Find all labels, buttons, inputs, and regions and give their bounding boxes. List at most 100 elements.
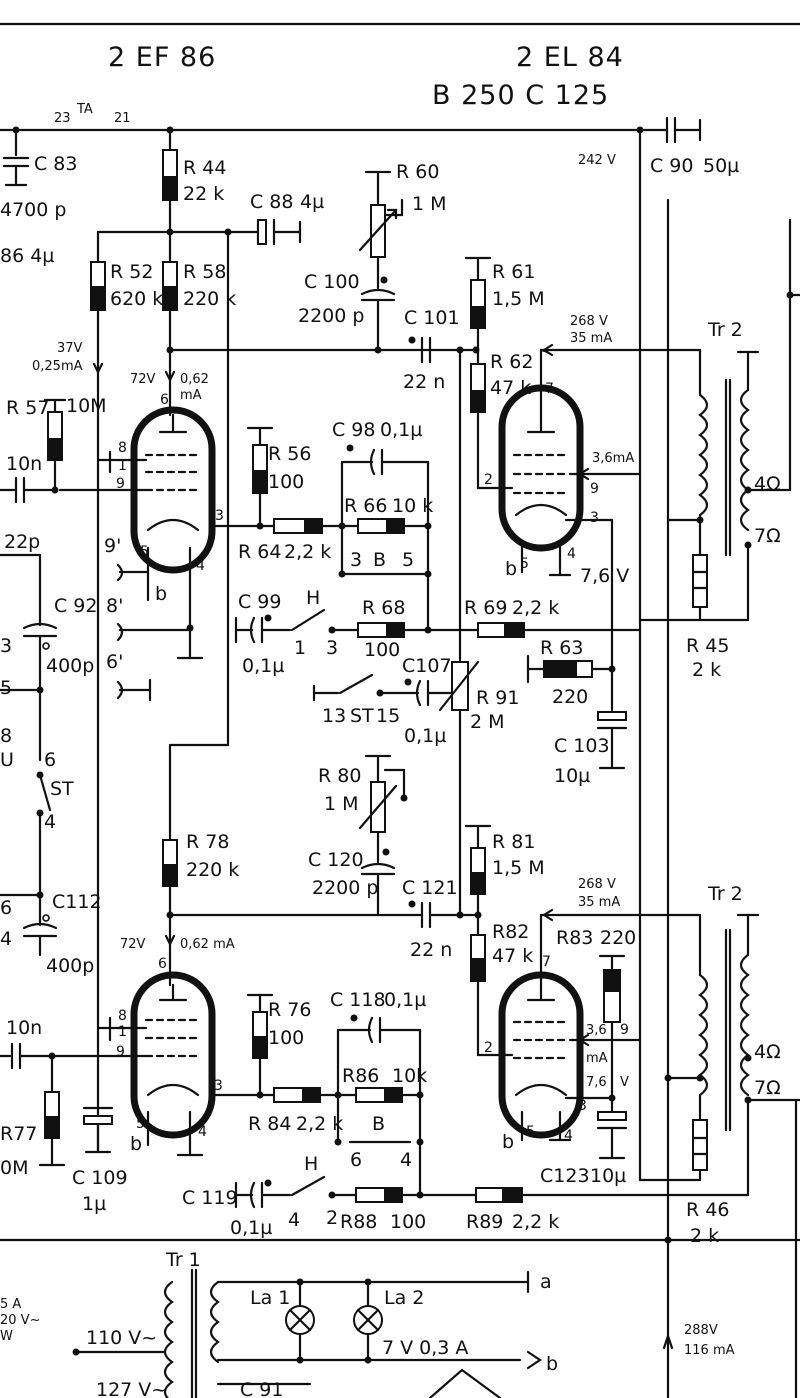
c119-value: 0,1µ	[230, 1217, 272, 1239]
pin-b: b	[502, 1131, 514, 1153]
polarity-dot	[404, 678, 412, 686]
r83-label: R83	[556, 927, 593, 949]
junction	[456, 911, 464, 919]
junction	[256, 1091, 264, 1099]
mains-110: 110 V~	[86, 1327, 157, 1349]
edge-label: 6	[0, 897, 12, 919]
switch-st-left[interactable]	[38, 773, 52, 812]
r45-resistor	[692, 554, 708, 608]
ef86-cathode	[146, 518, 200, 532]
lamp-cross	[288, 1308, 312, 1332]
switch-st-label: ST	[350, 705, 374, 727]
junction	[72, 1348, 80, 1356]
c121-label: C 121	[402, 877, 458, 899]
c120-value: 2200 p	[312, 877, 378, 899]
current-35-top: 35 mA	[570, 331, 612, 346]
pin-label: 4	[196, 558, 205, 574]
switch-pin: 5	[402, 549, 414, 571]
r83-value: 220	[600, 927, 636, 949]
pin-b: b	[155, 583, 167, 605]
tr1-label: Tr 1	[165, 1249, 201, 1271]
ta-label: TA	[76, 102, 93, 117]
r66-label: R 66	[344, 495, 387, 517]
pin-label: 2	[484, 1040, 493, 1056]
jack-8-label: 8'	[106, 595, 123, 617]
pin-label: 4	[198, 1124, 207, 1140]
r69-resistor-band	[504, 623, 524, 637]
c123-value: 10µ	[590, 1165, 626, 1187]
r86-value: 10k	[392, 1065, 427, 1087]
switch-pin: 3	[350, 549, 362, 571]
r77-resistor-band	[45, 1116, 59, 1138]
c88-body	[257, 219, 267, 245]
c112-label: C112	[52, 891, 102, 913]
ta-pin-label: 21	[114, 111, 131, 126]
st-pin: 4	[44, 811, 56, 833]
pin-label: 9	[116, 476, 125, 492]
r56-label: R 56	[268, 443, 311, 465]
c100-plate	[360, 288, 396, 296]
arrow	[164, 370, 176, 383]
c109-plate	[83, 1115, 113, 1125]
r84-label: R 84	[248, 1113, 291, 1135]
current-36-bottom: 3,6	[586, 1023, 607, 1038]
c123-label: C123	[540, 1165, 590, 1187]
st-pin: 6	[44, 749, 56, 771]
pin-label: 8	[118, 1008, 127, 1024]
r57-resistor-band	[48, 438, 62, 460]
c86-value: 86 4µ	[0, 245, 54, 267]
switch-h-top[interactable]	[290, 608, 326, 632]
c120-label: C 120	[308, 849, 364, 871]
r44-value: 22 k	[183, 183, 224, 205]
c118-plate	[367, 1016, 374, 1044]
c123-plate	[597, 1111, 627, 1121]
r64-value: 2,2 k	[284, 541, 331, 563]
r62-label: R 62	[490, 351, 533, 373]
r82-resistor-band	[471, 958, 485, 981]
current-062-top: 0,62	[180, 372, 209, 387]
c101-value: 22 n	[403, 371, 445, 393]
r52-resistor-band	[91, 286, 105, 310]
edge-label: 3	[0, 635, 12, 657]
c91-label: C 91	[240, 1379, 283, 1398]
r61-label: R 61	[492, 261, 535, 283]
r88-resistor-band	[384, 1188, 402, 1202]
arrow	[577, 467, 590, 481]
current-unit: mA	[180, 388, 202, 403]
r58-label: R 58	[183, 261, 226, 283]
switch-pin: 4	[288, 1209, 300, 1231]
switch-pin: 3	[326, 637, 338, 659]
tr2-bottom-secondary	[739, 953, 750, 1097]
arrow	[541, 343, 554, 357]
switch-st-top[interactable]	[338, 673, 374, 695]
r64-label: R 64	[238, 541, 281, 563]
switch-h-bottom[interactable]	[290, 1175, 326, 1197]
r91-label: R 91	[476, 687, 519, 709]
c107-label: C107	[402, 655, 452, 677]
c109-label: C 109	[72, 1167, 128, 1189]
switch-h-label: H	[306, 587, 320, 609]
polarity-mark	[42, 914, 50, 922]
r63-label: R 63	[540, 637, 583, 659]
r45-label: R 45	[686, 635, 729, 657]
junction	[364, 1356, 372, 1364]
pin-label: 5	[140, 544, 149, 560]
heading-power-tubes: 2 EL 84	[516, 42, 624, 73]
voltage-76-bottom: 7,6	[586, 1075, 607, 1090]
voltage-268-top: 268 V	[570, 314, 608, 329]
r61-resistor-band	[471, 306, 485, 328]
current-062-bottom: 0,62 mA	[180, 937, 235, 952]
c112-value: 400p	[46, 955, 94, 977]
pin-label: 3	[590, 510, 599, 526]
r58-value: 220 k	[183, 288, 236, 310]
pin-label: 2	[484, 472, 493, 488]
pin-label: 4	[564, 1128, 573, 1144]
arrow	[526, 1350, 542, 1370]
c92-plate	[22, 622, 58, 630]
switch-pin: 1	[294, 637, 306, 659]
r82-label: R82	[492, 921, 529, 943]
r68-resistor-band	[386, 623, 404, 637]
c88-value: 4µ	[300, 191, 324, 213]
switch-st-left-label: ST	[50, 778, 74, 800]
el84-cathode	[514, 1083, 568, 1097]
